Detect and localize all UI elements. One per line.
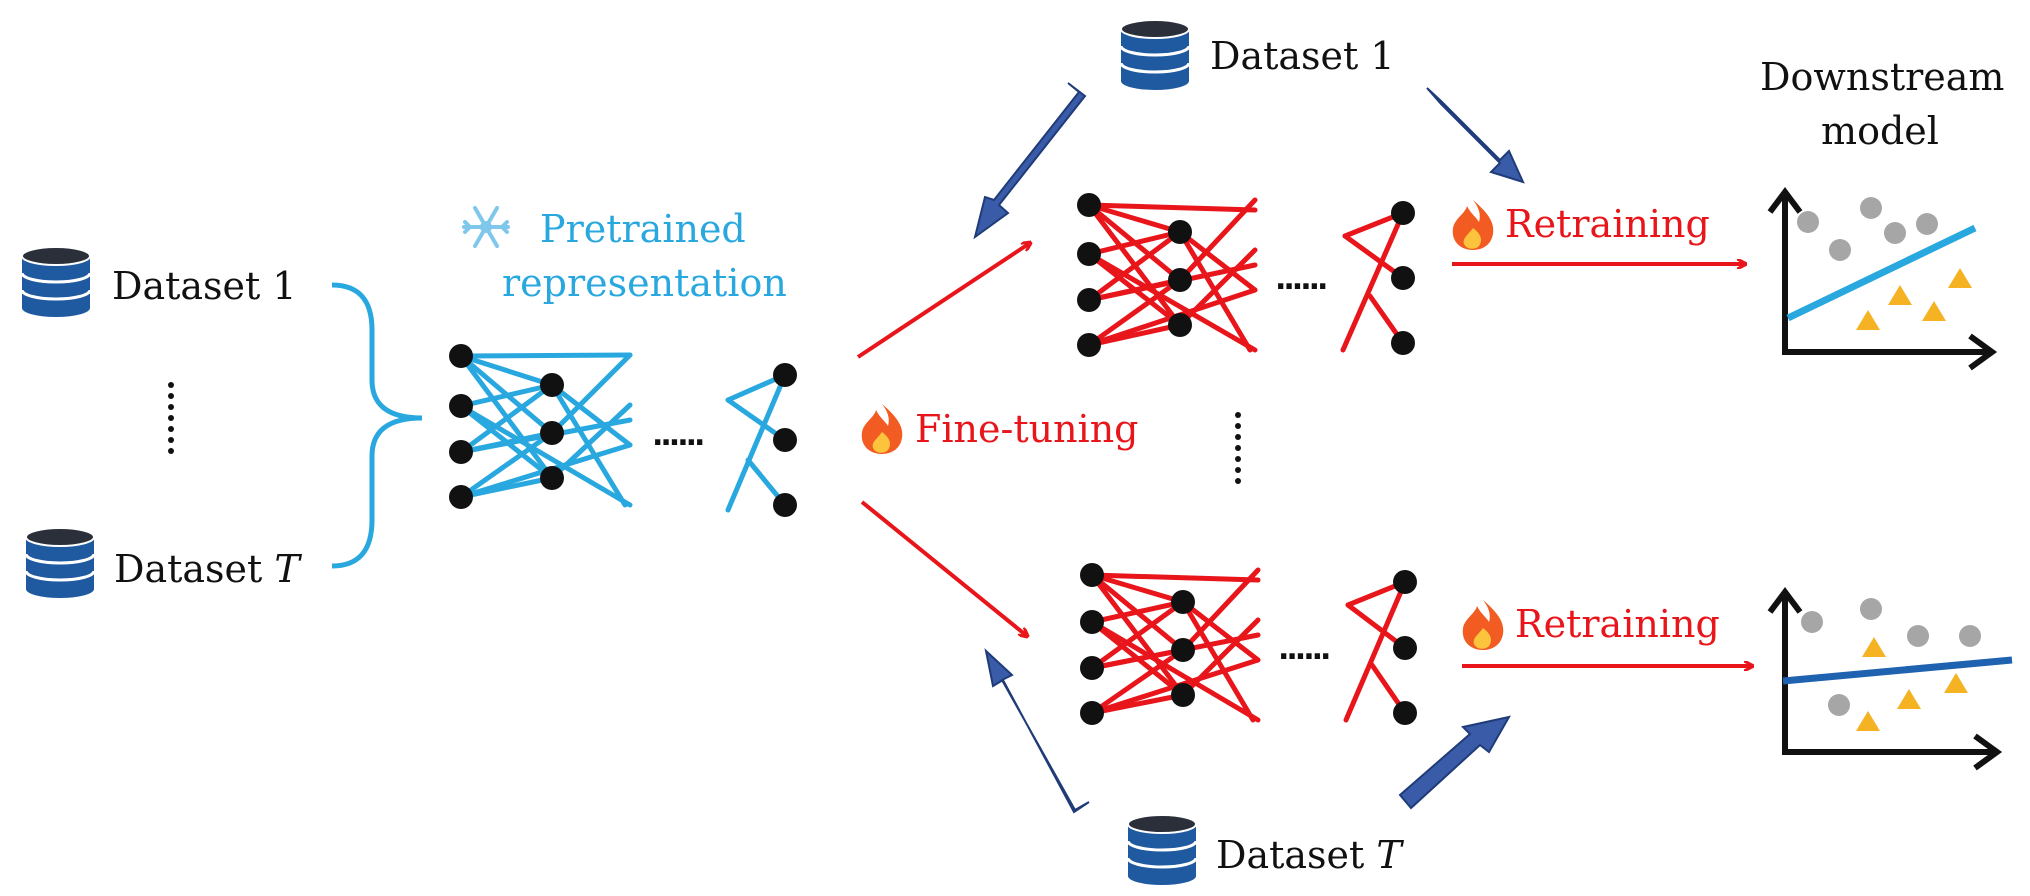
dataset-label-left-T: Dataset T <box>114 547 300 591</box>
database-icon <box>24 526 96 600</box>
horizontal-ellipsis: ...... <box>1275 262 1328 297</box>
fire-icon <box>1452 200 1494 250</box>
dataset-label-left-1: Dataset 1 <box>112 264 297 308</box>
arrow-dataset1-to-network <box>973 82 1087 240</box>
pretrained-title: Pretrained <box>540 207 746 251</box>
database-icon <box>1126 813 1198 887</box>
downstream-plot-top <box>1767 187 1998 371</box>
vertical-ellipsis <box>168 382 174 454</box>
arrow-datasetT-to-retraining <box>1398 715 1511 810</box>
dataset-arrows <box>973 82 1525 814</box>
fire-icon <box>1462 600 1504 650</box>
database-icon <box>20 245 92 319</box>
database-icon <box>1119 18 1191 92</box>
vertical-ellipsis <box>1235 412 1241 484</box>
horizontal-ellipsis: ...... <box>652 418 705 453</box>
finetuning-label: Fine-tuning <box>915 407 1139 451</box>
downstream-subtitle: model <box>1821 109 1939 153</box>
arrow-dataset1-to-retraining <box>1426 87 1525 184</box>
fire-icon <box>861 404 903 454</box>
pretrained-network <box>449 344 797 517</box>
downstream-title: Downstream <box>1760 55 2005 99</box>
arrow-datasetT-to-network <box>984 648 1090 814</box>
finetune-arrow-up <box>856 243 1030 359</box>
finetuned-network-bottom <box>1080 563 1417 725</box>
horizontal-ellipsis: ...... <box>1278 632 1331 667</box>
snowflake-icon <box>462 206 510 248</box>
retraining-label-bottom: Retraining <box>1515 602 1720 646</box>
pretrained-subtitle: representation <box>502 261 787 305</box>
downstream-plot-bottom <box>1767 587 2013 771</box>
finetune-arrow-down <box>860 500 1027 636</box>
dataset-label-bottom: Dataset T <box>1216 833 1402 877</box>
curly-brace <box>331 282 423 569</box>
dataset-label-top: Dataset 1 <box>1210 34 1395 78</box>
finetuned-network-top <box>1077 193 1415 357</box>
retraining-label-top: Retraining <box>1505 202 1710 246</box>
